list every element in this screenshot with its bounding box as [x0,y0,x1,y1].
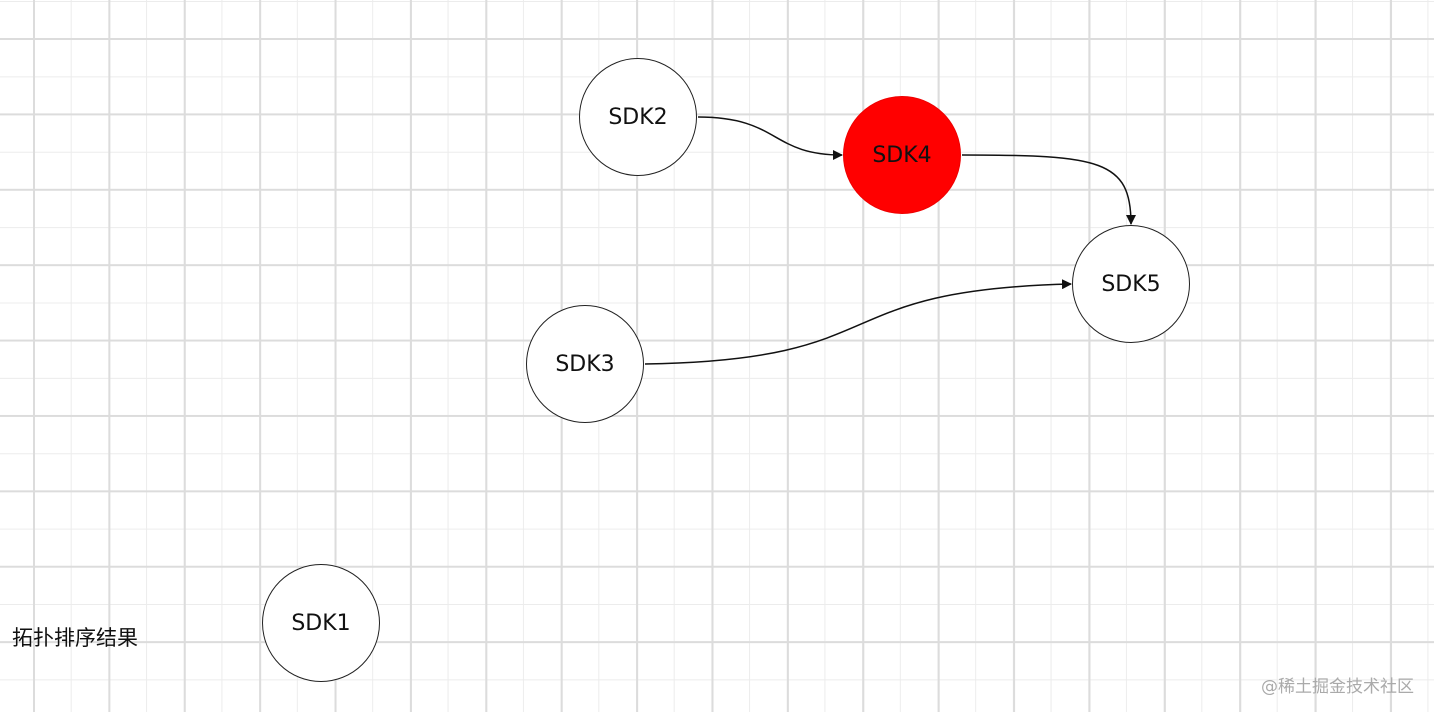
node-sdk3[interactable]: SDK3 [526,305,644,423]
node-label: SDK1 [291,610,351,636]
edge-sdk4-sdk5 [961,154,1136,225]
edge-sdk2-sdk4 [697,116,843,160]
watermark: @稀土掘金技术社区 [1261,677,1414,697]
node-sdk1[interactable]: SDK1 [262,564,380,682]
caption: 拓扑排序结果 [12,626,138,650]
node-label: SDK2 [608,104,668,130]
node-sdk2[interactable]: SDK2 [579,58,697,176]
node-label: SDK5 [1101,271,1161,297]
node-sdk5[interactable]: SDK5 [1072,225,1190,343]
node-label: SDK3 [555,351,615,377]
node-sdk4[interactable]: SDK4 [843,96,961,214]
edge-sdk3-sdk5 [644,279,1072,365]
node-label: SDK4 [872,142,932,168]
